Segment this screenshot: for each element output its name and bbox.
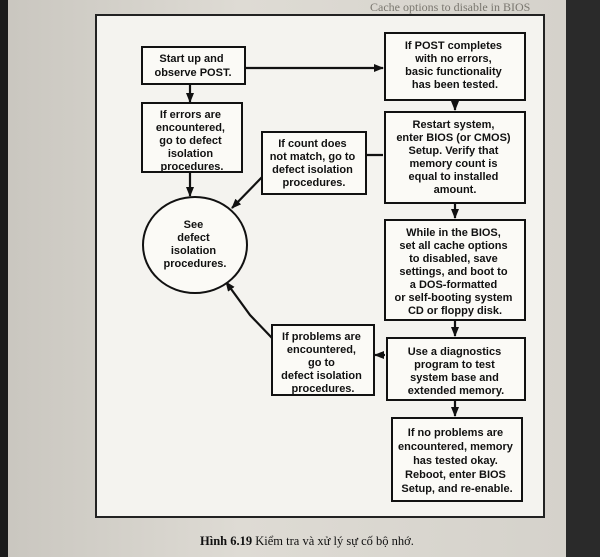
bleed-through-text: Cache options to disable in BIOS xyxy=(370,0,531,14)
node-post-ok-box xyxy=(384,32,526,101)
node-noproblem-text: If no problems are encountered, memory h… xyxy=(398,427,516,495)
node-start-box xyxy=(141,46,246,85)
node-problems-box xyxy=(271,324,375,396)
node-diag-box xyxy=(386,337,526,401)
node-see-text: See defect isolation procedures. xyxy=(164,219,227,270)
arrow-count-to-see xyxy=(231,173,266,209)
arrow-problems-to-see xyxy=(225,281,273,339)
figure-caption-text: Kiểm tra và xử lý sự cố bộ nhớ. xyxy=(255,534,414,548)
node-cache-box xyxy=(384,219,526,321)
node-diag-text: Use a diagnostics program to test system… xyxy=(408,346,505,397)
node-count-box xyxy=(261,131,367,195)
scan-edge-right xyxy=(566,0,600,557)
node-errors-text: If errors are encountered, go to defect … xyxy=(156,109,228,173)
node-noproblem-box xyxy=(391,417,523,502)
node-cache-text: While in the BIOS, set all cache options… xyxy=(394,227,515,317)
node-start-text: Start up and observe POST. xyxy=(154,53,231,79)
node-errors-box xyxy=(141,102,243,173)
node-post-ok-text: If POST completes with no errors, basic … xyxy=(405,40,505,91)
figure-caption-label: Hình 6.19 xyxy=(200,534,253,548)
node-restart-box xyxy=(384,111,526,204)
node-see-circle xyxy=(142,196,248,294)
node-restart-text: Restart system, enter BIOS (or CMOS) Set… xyxy=(396,119,513,196)
node-problems-text: If problems are encountered, go to defec… xyxy=(281,331,365,395)
node-count-text: If count does not match, go to defect is… xyxy=(270,138,359,189)
scan-edge-left xyxy=(0,0,8,557)
figure-caption: Hình 6.19 Kiểm tra và xử lý sự cố bộ nhớ… xyxy=(200,534,414,549)
